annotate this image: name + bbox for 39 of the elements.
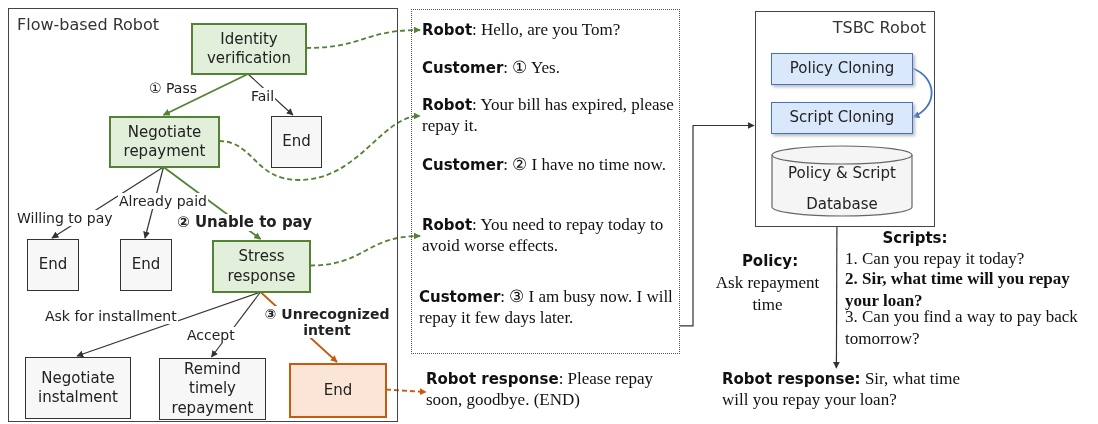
text-label: Ask repayment time [714, 272, 821, 317]
end-box: Negotiate instalment [25, 357, 131, 419]
database-cylinder: Policy & Script Database [771, 145, 913, 217]
end-box: End [289, 363, 387, 418]
edge-label: Ask for installment [44, 308, 178, 325]
panel-title: Flow-based Robot [17, 15, 160, 36]
arrow [162, 73, 249, 116]
end-box: Remind timely repayment [159, 358, 266, 420]
dialogue-box [411, 9, 680, 354]
dialogue-line: Customer: ③ I am busy now. I will repay it few days later. [419, 286, 681, 334]
edge-label: Willing to pay [16, 210, 114, 227]
edge-label: Accept [186, 327, 236, 344]
panel-title: TSBC Robot [832, 18, 926, 39]
end-box: End [120, 239, 172, 291]
list-item: 1. Can you repay it today? [845, 248, 1026, 270]
process-box: Negotiate repayment [109, 116, 220, 168]
process-box: Stress response [212, 240, 311, 293]
arrow [679, 122, 755, 327]
process-box: Identity verification [191, 23, 307, 75]
arrow [911, 67, 933, 118]
end-box: End [27, 239, 79, 291]
process-box: Policy Cloning [771, 53, 913, 85]
text-label: Scripts: [881, 229, 949, 249]
edge-label: Already paid [118, 193, 208, 210]
end-box: End [271, 116, 322, 168]
dialogue-line: Customer: ② I have no time now. [422, 154, 677, 200]
robot-panel [755, 11, 935, 227]
dialogue-line: Customer: ① Yes. [422, 57, 677, 81]
list-item: 2. Sir, what time will you repay your loan? [845, 268, 1070, 311]
dialogue-line: Robot: You need to repay today to avoid worse effects. [422, 214, 677, 260]
dialogue-line: Robot: Hello, are you Tom? [422, 19, 677, 43]
arrow [832, 226, 840, 369]
text-label: Policy: [740, 252, 800, 272]
dialogue-line: Robot: Your bill has expired, please repay it. [422, 94, 677, 140]
edge-label: ② Unable to pay [176, 214, 314, 232]
dialogue-line: Robot response: Please repay soon, goodbye. (END) [426, 368, 676, 416]
dialogue-line: Robot response: Sir, what time will you repay your loan? [722, 368, 982, 416]
edge-label: ③ Unrecognized intent [262, 306, 392, 339]
process-box: Script Cloning [771, 102, 913, 134]
